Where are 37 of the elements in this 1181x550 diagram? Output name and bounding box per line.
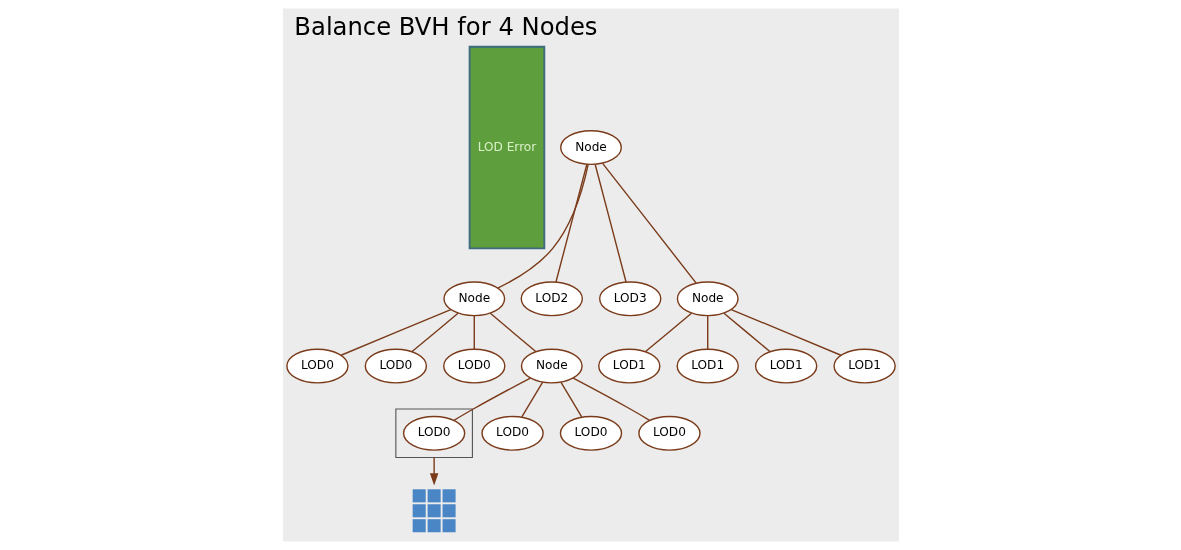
connector: [722, 312, 771, 353]
node-box: LOD Error: [468, 45, 545, 250]
connector: [706, 315, 708, 350]
connector: [496, 163, 589, 289]
node-ellipse: LOD1: [597, 348, 661, 384]
connector: [339, 308, 451, 356]
node-ellipse: LOD1: [676, 348, 739, 384]
node-ellipse: LOD3: [598, 281, 661, 317]
connector: [730, 308, 842, 356]
node-ellipse: LOD0: [402, 415, 465, 451]
connector: [473, 315, 475, 350]
node-ellipse: Node: [442, 281, 505, 317]
connector: [572, 377, 650, 421]
node-ellipse: LOD0: [442, 348, 505, 384]
node-ellipse: LOD0: [480, 415, 544, 451]
connector: [594, 163, 627, 283]
node-ellipse: LOD1: [832, 348, 896, 384]
node-ellipse: Node: [520, 348, 583, 384]
node-ellipse: LOD1: [754, 348, 817, 384]
node-ellipse: LOD0: [364, 348, 427, 384]
node-ellipse: Node: [559, 130, 622, 166]
arrow: [429, 456, 438, 486]
node-ellipse: LOD0: [637, 415, 701, 451]
diagram-title: Balance BVH for 4 Nodes: [293, 12, 598, 42]
connector: [559, 381, 582, 418]
cluster: [394, 408, 473, 459]
node-ellipse: LOD2: [520, 281, 583, 317]
connector: [520, 381, 543, 418]
connector: [601, 162, 697, 284]
node-ellipse: LOD0: [285, 348, 349, 384]
connector: [554, 163, 587, 283]
node-ellipse: LOD0: [559, 415, 622, 451]
connector: [410, 312, 459, 353]
connector: [452, 377, 531, 421]
connector: [644, 312, 692, 353]
connector: [489, 312, 536, 353]
node-ellipse: Node: [676, 281, 739, 317]
